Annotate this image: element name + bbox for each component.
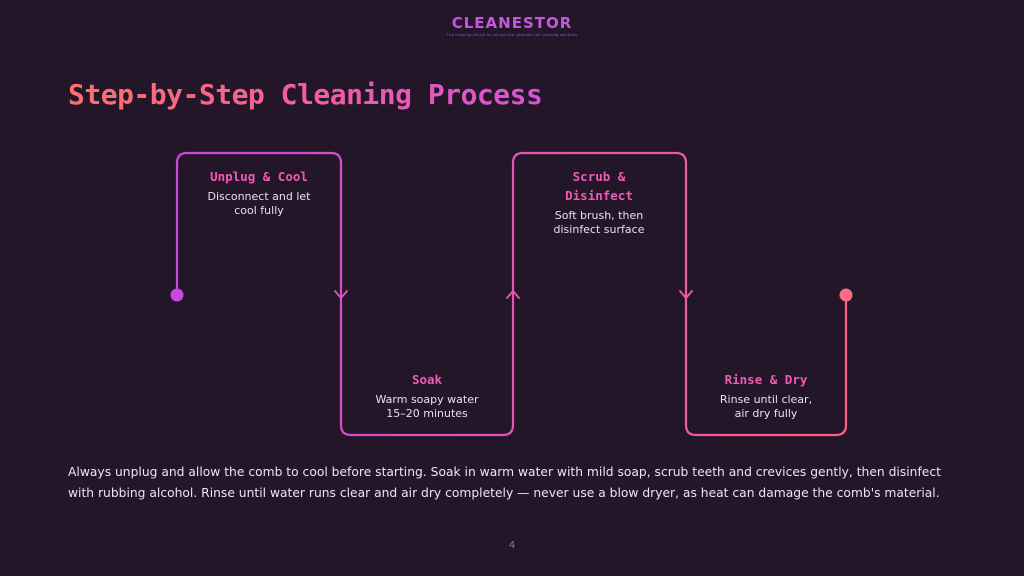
- step-title: Rinse & Dry: [724, 372, 808, 387]
- page-number: 4: [508, 540, 516, 551]
- page-title: Step-by-Step Cleaning Process: [68, 78, 543, 111]
- step-unplug-cool: Unplug & Cool Disconnect and let cool fu…: [179, 167, 339, 218]
- step-soak: Soak Warm soapy water 15–20 minutes: [347, 370, 507, 421]
- body-paragraph: Always unplug and allow the comb to cool…: [68, 465, 941, 500]
- flow-end-dot: [839, 288, 853, 302]
- step-rinse-dry: Rinse & Dry Rinse until clear, air dry f…: [686, 370, 846, 421]
- up-arrow-icon: [506, 290, 520, 299]
- step-scrub-disinfect: Scrub & Disinfect Soft brush, then disin…: [519, 167, 679, 237]
- brand-logo: CLEANESTOR The cleaning choice for all a…: [0, 14, 1024, 37]
- step-description: Rinse until clear, air dry fully: [719, 393, 813, 420]
- step-description: Warm soapy water 15–20 minutes: [375, 393, 479, 420]
- step-title: Soak: [411, 372, 443, 387]
- flow-connector-line: [175, 151, 848, 437]
- logo-tagline: The cleaning choice for all and the ulti…: [446, 33, 578, 37]
- logo-wordmark: CLEANESTOR: [451, 14, 573, 32]
- step-description: Soft brush, then disinfect surface: [553, 209, 645, 236]
- step-title: Unplug & Cool: [210, 169, 308, 184]
- down-arrow-icon: [334, 290, 348, 299]
- flow-start-dot: [170, 288, 184, 302]
- down-arrow-icon: [679, 290, 693, 299]
- step-title: Scrub & Disinfect: [565, 169, 633, 203]
- step-description: Disconnect and let cool fully: [207, 190, 311, 217]
